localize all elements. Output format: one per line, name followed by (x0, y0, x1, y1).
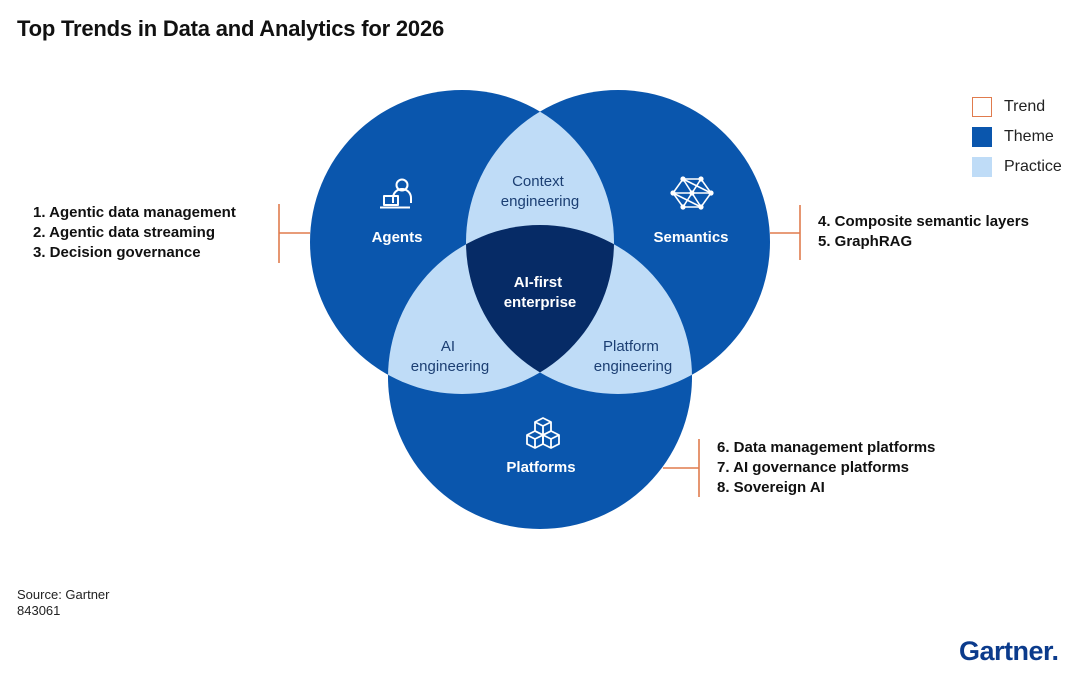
trend-item: 7. AI governance platforms (717, 459, 909, 476)
trend-item: 3. Decision governance (33, 244, 201, 261)
trend-swatch (972, 97, 992, 117)
trend-item: 4. Composite semantic layers (818, 213, 1029, 230)
agents-trend-connector (278, 204, 310, 263)
network-graph-icon (670, 176, 714, 210)
ai-engineering-label: AI engineering (411, 338, 489, 375)
source-note: Source: Gartner 843061 (17, 587, 110, 619)
ai-engineering-line-1: AI (441, 338, 455, 355)
trend-item: 8. Sovereign AI (717, 479, 825, 496)
platforms-label: Platforms (506, 459, 575, 476)
theme-swatch (972, 127, 992, 147)
legend-item-practice: Practice (972, 152, 1062, 182)
platform-engineering-line-1: Platform (603, 338, 659, 355)
practice-swatch (972, 157, 992, 177)
source-line: Source: Gartner (17, 587, 110, 602)
legend-label: Trend (1004, 98, 1046, 115)
figure-id: 843061 (17, 603, 61, 618)
trend-item: 2. Agentic data streaming (33, 224, 215, 241)
platforms-trend-list: 6. Data management platforms 7. AI gover… (717, 438, 935, 498)
legend-label: Theme (1004, 128, 1054, 145)
stacked-cubes-icon (526, 417, 560, 449)
brand-name: Gartner (959, 636, 1052, 666)
context-engineering-label: Context engineering (501, 173, 579, 210)
brand-dot: . (1051, 636, 1060, 666)
center-line-1: AI-first (514, 274, 562, 291)
platforms-trend-connector (663, 439, 700, 497)
semantics-label: Semantics (653, 229, 728, 246)
legend-item-theme: Theme (972, 122, 1062, 152)
page-title: Top Trends in Data and Analytics for 202… (17, 16, 445, 41)
trend-item: 5. GraphRAG (818, 233, 913, 250)
semantics-trend-list: 4. Composite semantic layers 5. GraphRAG (818, 212, 1029, 252)
platform-engineering-line-2: engineering (594, 358, 672, 375)
trend-item: 6. Data management platforms (717, 439, 936, 456)
center-line-2: enterprise (504, 294, 577, 311)
legend-label: Practice (1004, 158, 1062, 175)
platform-engineering-label: Platform engineering (594, 338, 672, 375)
ai-first-enterprise-label: AI-first enterprise (504, 274, 577, 311)
ai-engineering-line-2: engineering (411, 358, 489, 375)
agents-label: Agents (372, 229, 423, 246)
legend: Trend Theme Practice (972, 92, 1062, 182)
context-engineering-line-2: engineering (501, 193, 579, 210)
gartner-logo: Gartner. (959, 636, 1059, 667)
agents-trend-list: 1. Agentic data management 2. Agentic da… (33, 203, 236, 263)
semantics-trend-connector (770, 205, 801, 260)
trend-item: 1. Agentic data management (33, 204, 236, 221)
context-engineering-line-1: Context (512, 173, 565, 190)
legend-item-trend: Trend (972, 92, 1062, 122)
person-laptop-icon (380, 178, 412, 209)
